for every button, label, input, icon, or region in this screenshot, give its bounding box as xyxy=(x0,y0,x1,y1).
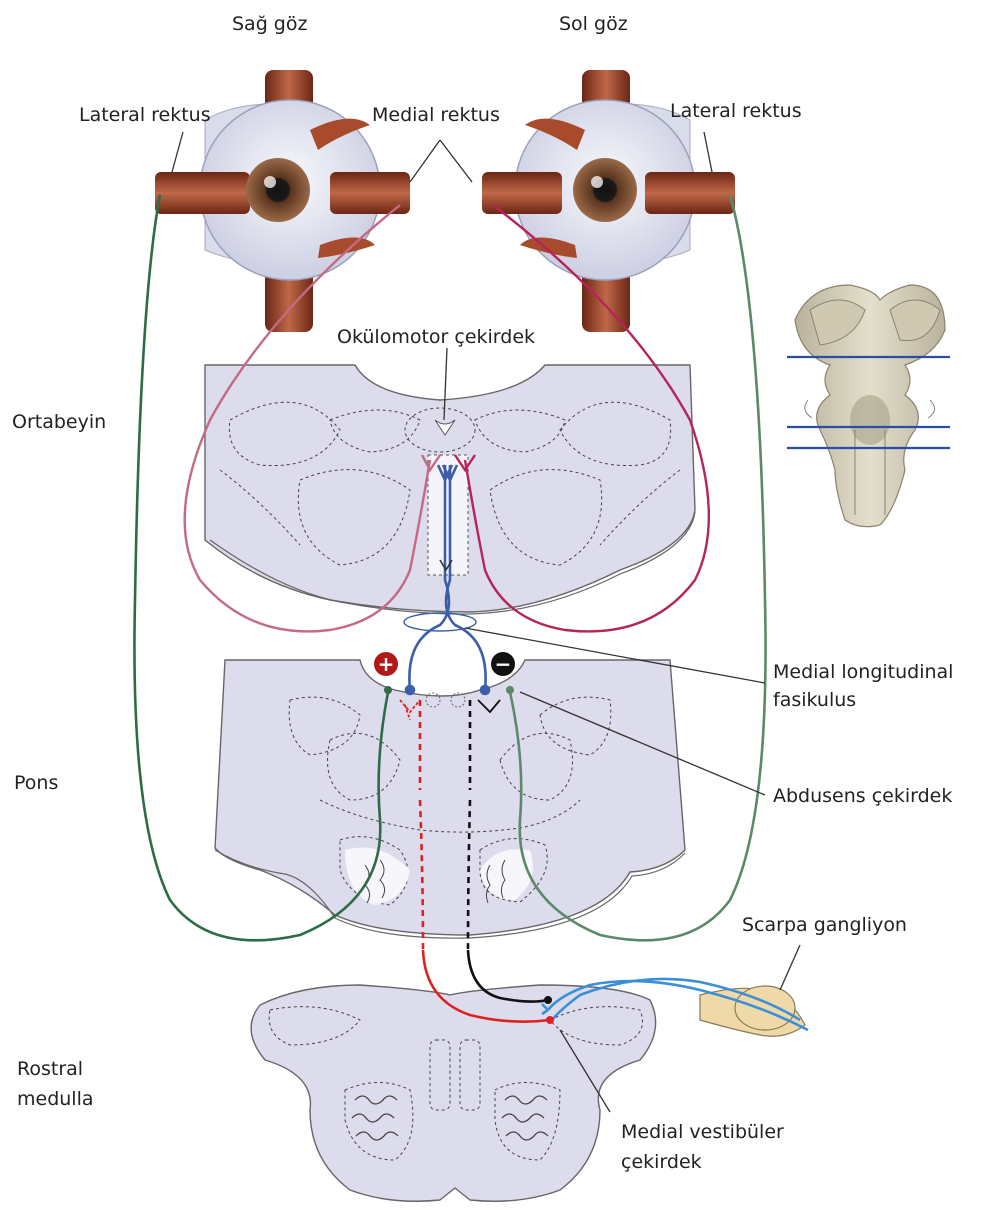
inhibitory-marker: − xyxy=(491,652,515,676)
medial-vestibular-label-line1: Medial vestibüler xyxy=(621,1120,784,1144)
pons-label: Pons xyxy=(14,771,58,795)
left-iris xyxy=(573,158,637,222)
midbrain-label: Ortabeyin xyxy=(12,410,106,434)
oculomotor-nucleus-label: Okülomotor çekirdek xyxy=(337,325,535,349)
lateral-rectus-right-label: Lateral rektus xyxy=(79,103,211,127)
right-iris xyxy=(246,158,310,222)
rostral-medulla-label-line1: Rostral xyxy=(17,1057,83,1081)
mlf-label-line1: Medial longitudinal xyxy=(773,660,953,684)
pons-section xyxy=(215,660,685,938)
lateral-rectus-left-muscle xyxy=(645,172,735,214)
excitatory-marker: + xyxy=(374,652,398,676)
scarpa-ganglion-label: Scarpa gangliyon xyxy=(742,913,907,937)
medial-rectus-label: Medial rektus xyxy=(372,103,500,127)
lateral-rectus-right-muscle xyxy=(155,172,250,214)
brainstem-inset xyxy=(787,285,950,527)
right-eye-label: Sağ göz xyxy=(232,12,307,36)
svg-text:−: − xyxy=(495,652,512,676)
medial-vestibular-label-line2: çekirdek xyxy=(621,1150,702,1174)
abducens-nucleus-label: Abdusens çekirdek xyxy=(773,784,952,808)
rostral-medulla-section xyxy=(251,985,656,1201)
mlf-label-line2: fasikulus xyxy=(773,688,856,712)
left-eye-label: Sol göz xyxy=(559,12,628,36)
svg-text:+: + xyxy=(378,652,395,676)
lateral-rectus-left-label: Lateral rektus xyxy=(670,99,802,123)
medial-rectus-left-muscle xyxy=(482,172,562,214)
rostral-medulla-label-line2: medulla xyxy=(17,1087,94,1111)
